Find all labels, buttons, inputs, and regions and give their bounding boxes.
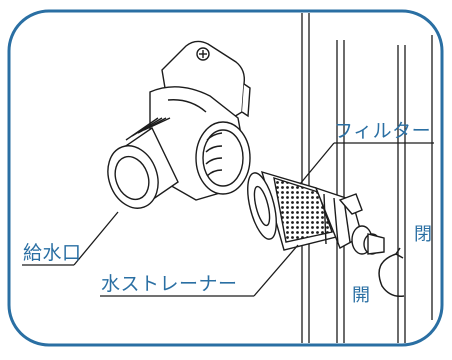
rounded-frame [7,9,444,347]
rotation-arrow-icon [378,253,405,298]
callout-leaders [22,142,434,297]
label-open: 開 [352,285,371,306]
label-close: 閉 [414,224,433,245]
water-inlet-threads [107,117,179,209]
water-strainer-part [247,170,385,255]
female-socket [195,121,251,195]
label-water-inlet: 給水口 [23,242,82,264]
label-water-strainer: 水ストレーナー [101,273,238,295]
wall-pipes [301,13,433,343]
label-filter: フィルター [334,120,432,142]
rotation-arrowhead-icon [394,247,404,259]
